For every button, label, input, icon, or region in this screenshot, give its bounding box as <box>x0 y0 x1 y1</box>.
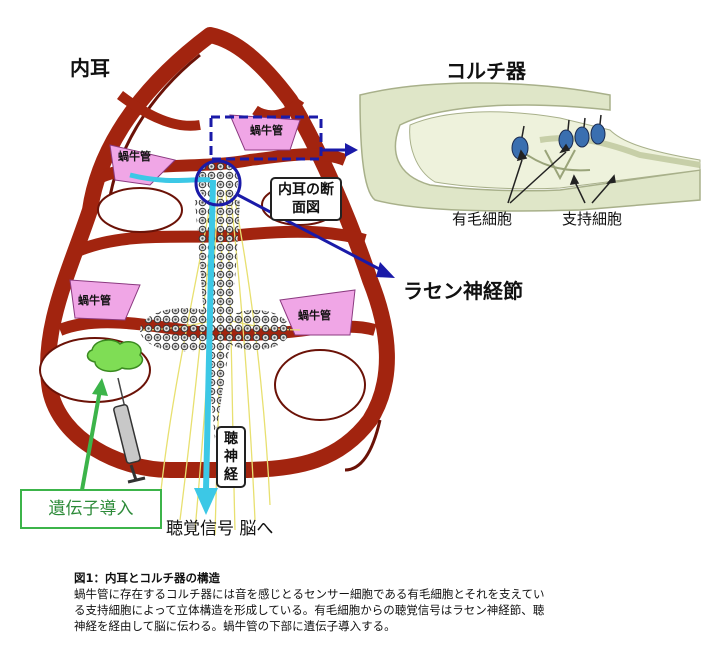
cochlear-duct-upper-left <box>109 144 176 186</box>
arrow-to-ganglion <box>237 193 395 278</box>
caption-line-1: 蝸牛管に存在するコルチ器には音を感じとるセンサー細胞である有毛細胞とそれを支えて… <box>74 587 545 601</box>
spiral-ganglion-cells <box>198 162 238 202</box>
figure-caption: 図1：内耳とコルチ器の構造 蝸牛管に存在するコルチ器には音を感じとるセンサー細胞… <box>74 570 684 634</box>
caption-line-2: る支持細胞によって立体構造を形成している。有毛細胞からの聴覚信号はラセン神経節、… <box>74 603 545 617</box>
auditory-signal-label: 聴覚信号 脳へ <box>166 519 274 539</box>
cochlear-duct-label-lower-left: 蝸牛管 <box>78 294 111 307</box>
inner-ear-diagram: 内耳 コルチ器 ラセン神経節 有毛細胞 支持細胞 内耳の断面図 聴神経 聴覚信号… <box>20 27 701 539</box>
inner-ear-label: 内耳 <box>70 56 110 80</box>
cochlear-duct-label-lower-right: 蝸牛管 <box>298 309 331 322</box>
auditory-signal-arrow <box>129 172 218 515</box>
cochlear-duct-upper-right <box>229 114 301 151</box>
cochlea-turn-middle <box>77 225 367 256</box>
caption-title: 図1：内耳とコルチ器の構造 <box>74 571 221 585</box>
cross-section-label: 内耳の断面図 <box>270 177 342 221</box>
cochlear-duct-label-upper-left: 蝸牛管 <box>118 150 151 163</box>
syringe-icon <box>113 377 146 484</box>
cochlear-duct-label-upper-right: 蝸牛管 <box>250 124 283 137</box>
supporting-cell-pointers <box>569 174 616 204</box>
gene-transfer-label: 遺伝子導入 <box>20 489 162 529</box>
auditory-nerve-label: 聴神経 <box>216 426 246 488</box>
spiral-ganglion-label: ラセン神経節 <box>403 279 523 303</box>
gene-transfer-arrow <box>80 378 108 491</box>
organ-of-corti-label: コルチ器 <box>446 59 526 83</box>
cochlear-duct-lower-right <box>279 289 356 336</box>
caption-line-3: 神経を経由して脳に伝わる。蝸牛管の下部に遺伝子導入する。 <box>74 619 396 633</box>
hair-cells-label: 有毛細胞 <box>452 210 513 228</box>
cochlea-outer-shell <box>40 27 395 478</box>
cross-section-dashed-box <box>209 115 323 161</box>
arrow-to-corti <box>321 143 358 157</box>
hair-cell-pointers <box>507 143 571 204</box>
ganglion-highlight-circle <box>194 159 242 207</box>
gene-transfer-green-blob <box>86 339 144 373</box>
supporting-cells-label: 支持細胞 <box>562 210 623 228</box>
cochlear-duct-lower-left <box>69 279 141 321</box>
diagram-svg <box>39 27 701 536</box>
organ-of-corti-illustration <box>359 82 701 212</box>
